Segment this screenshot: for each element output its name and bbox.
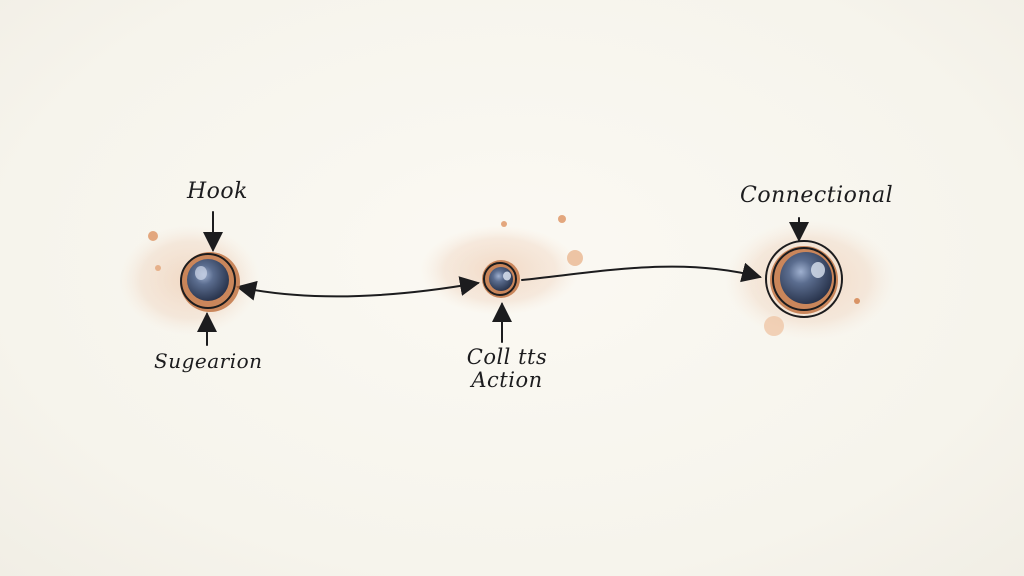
splatter-dot <box>764 316 784 336</box>
watercolor-washes <box>120 215 895 340</box>
hook-label: Hook <box>187 179 249 204</box>
middle-label-line-1: Coll tts <box>466 345 548 369</box>
node-connection <box>765 240 843 318</box>
node-middle <box>482 260 520 298</box>
splatter-dot <box>558 215 566 223</box>
node-hook <box>180 252 240 312</box>
middle-label-line-2: Action <box>471 368 543 393</box>
connector-middle-to-connection <box>521 262 762 283</box>
splatter-dot <box>148 231 158 241</box>
connectors <box>197 211 809 346</box>
splatter-dot <box>854 298 860 304</box>
middle-label: Coll tts Action <box>452 345 562 393</box>
sugearion-label: Sugearion <box>154 349 263 373</box>
splatter-dot <box>567 250 583 266</box>
connectional-label: Connectional <box>740 183 894 208</box>
connector-hook-to-middle <box>236 276 480 301</box>
splatter-dot <box>155 265 161 271</box>
splatter-dot <box>501 221 507 227</box>
